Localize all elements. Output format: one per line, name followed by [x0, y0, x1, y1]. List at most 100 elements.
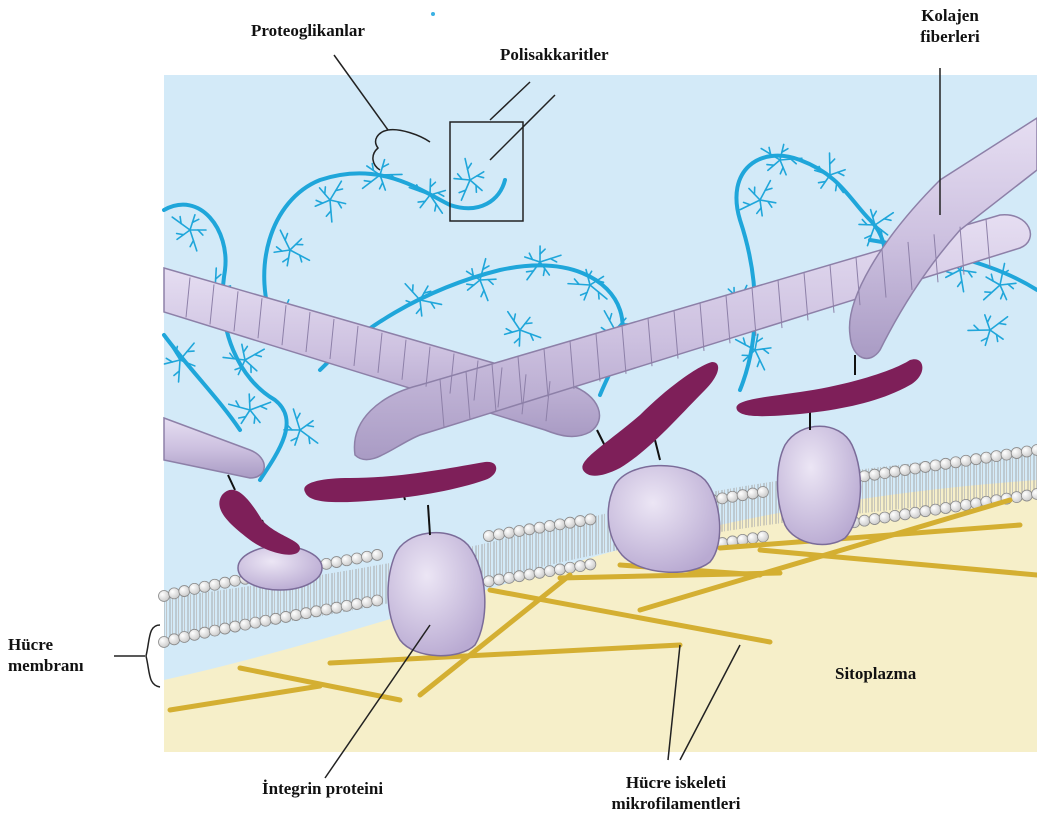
phospholipid-head [900, 509, 911, 520]
phospholipid-head [331, 557, 342, 568]
phospholipid-head [189, 629, 200, 640]
phospholipid-head [372, 549, 383, 560]
phospholipid-head [493, 529, 504, 540]
phospholipid-head [565, 562, 576, 573]
phospholipid-head [1001, 449, 1012, 460]
label-cell-membrane-line2: membranı [8, 655, 84, 676]
integrin-protein [778, 426, 861, 544]
label-collagen-fibers: Kolajen fiberleri [900, 5, 1000, 47]
phospholipid-head [219, 623, 230, 634]
label-cell-membrane: Hücre membranı [8, 634, 84, 676]
phospholipid-head [910, 507, 921, 518]
integrin-protein [388, 533, 485, 656]
phospholipid-head [159, 591, 170, 602]
phospholipid-head [230, 621, 241, 632]
phospholipid-head [940, 503, 951, 514]
phospholipid-head [362, 551, 373, 562]
label-cell-membrane-line1: Hücre [8, 634, 84, 655]
phospholipid-head [757, 531, 768, 542]
phospholipid-head [960, 499, 971, 510]
phospholipid-head [504, 572, 515, 583]
phospholipid-head [524, 569, 535, 580]
phospholipid-head [971, 454, 982, 465]
label-microfilaments-line2: mikrofilamentleri [596, 793, 756, 814]
phospholipid-head [940, 458, 951, 469]
phospholipid-head [900, 465, 911, 476]
phospholipid-head [230, 575, 241, 586]
phospholipid-head [514, 571, 525, 582]
phospholipid-head [889, 510, 900, 521]
phospholipid-head [920, 506, 931, 517]
phospholipid-head [727, 491, 738, 502]
phospholipid-head [534, 522, 545, 533]
phospholipid-head [189, 583, 200, 594]
integrin-protein [608, 466, 719, 573]
phospholipid-head [524, 524, 535, 535]
phospholipid-head [311, 606, 322, 617]
phospholipid-head [493, 574, 504, 585]
phospholipid-head [341, 600, 352, 611]
phospholipid-head [301, 608, 312, 619]
label-microfilaments: Hücre iskeleti mikrofilamentleri [596, 772, 756, 814]
phospholipid-head [950, 457, 961, 468]
phospholipid-head [1021, 490, 1032, 501]
decorative-dot [431, 12, 435, 16]
phospholipid-head [879, 468, 890, 479]
phospholipid-head [290, 610, 301, 621]
phospholipid-head [159, 637, 170, 648]
phospholipid-head [240, 619, 251, 630]
phospholipid-head [504, 527, 515, 538]
phospholipid-head [1011, 492, 1022, 503]
phospholipid-head [372, 595, 383, 606]
phospholipid-head [717, 493, 728, 504]
phospholipid-head [930, 504, 941, 515]
phospholipid-head [351, 599, 362, 610]
phospholipid-head [209, 579, 220, 590]
phospholipid-head [514, 525, 525, 536]
phospholipid-head [950, 501, 961, 512]
phospholipid-head [859, 515, 870, 526]
phospholipid-head [889, 466, 900, 477]
phospholipid-head [250, 617, 261, 628]
label-polysaccharides: Polisakkaritler [500, 44, 609, 65]
phospholipid-head [219, 577, 230, 588]
phospholipid-head [869, 514, 880, 525]
phospholipid-head [565, 517, 576, 528]
phospholipid-head [351, 553, 362, 564]
phospholipid-head [930, 460, 941, 471]
phospholipid-head [747, 488, 758, 499]
phospholipid-head [554, 564, 565, 575]
phospholipid-head [534, 567, 545, 578]
phospholipid-head [169, 588, 180, 599]
phospholipid-head [199, 581, 210, 592]
phospholipid-head [1011, 448, 1022, 459]
phospholipid-head [747, 533, 758, 544]
phospholipid-head [179, 632, 190, 643]
phospholipid-head [575, 516, 586, 527]
label-microfilaments-line1: Hücre iskeleti [596, 772, 756, 793]
phospholipid-head [199, 627, 210, 638]
phospholipid-head [585, 514, 596, 525]
phospholipid-head [280, 611, 291, 622]
phospholipid-head [483, 531, 494, 542]
label-proteoglycans: Proteoglikanlar [251, 20, 365, 41]
phospholipid-head [960, 455, 971, 466]
phospholipid-head [544, 566, 555, 577]
phospholipid-head [179, 586, 190, 597]
phospholipid-head [869, 469, 880, 480]
phospholipid-head [554, 519, 565, 530]
phospholipid-head [920, 461, 931, 472]
label-collagen-line1: Kolajen [900, 5, 1000, 26]
label-cytoplasm: Sitoplazma [835, 663, 916, 684]
phospholipid-head [585, 559, 596, 570]
phospholipid-head [362, 597, 373, 608]
phospholipid-head [483, 576, 494, 587]
phospholipid-head [991, 451, 1002, 462]
phospholipid-head [1021, 446, 1032, 457]
phospholipid-head [209, 625, 220, 636]
label-integrin: İntegrin proteini [262, 778, 383, 799]
phospholipid-head [341, 555, 352, 566]
phospholipid-head [321, 604, 332, 615]
phospholipid-head [544, 520, 555, 531]
